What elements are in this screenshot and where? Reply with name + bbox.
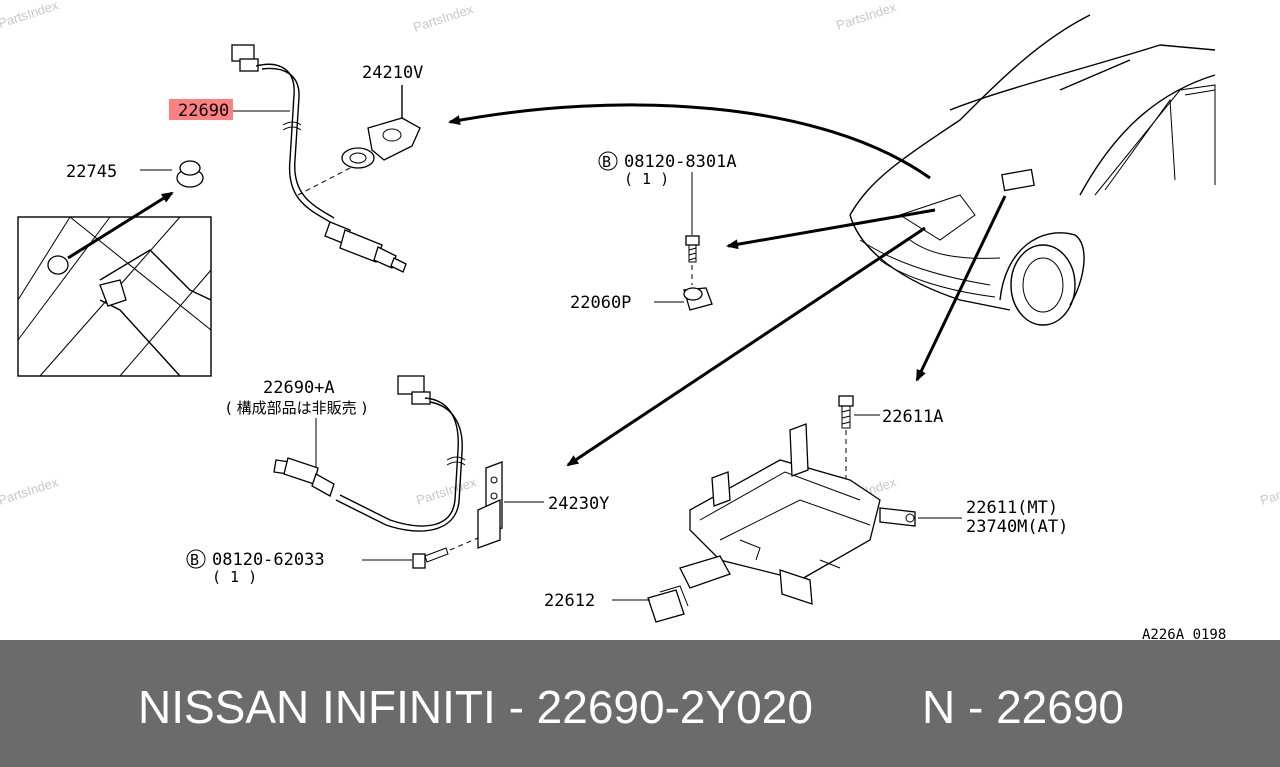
- clip-22612: [647, 585, 689, 623]
- knock-sensor-22060p: [683, 287, 713, 311]
- label-qty-1: ( 1 ): [624, 170, 669, 188]
- bolt-22611a: [838, 395, 854, 429]
- bolt-08120-62033: [412, 547, 449, 569]
- label-08120-8301a[interactable]: 08120-8301A: [624, 152, 737, 172]
- label-not-sold-separately: ( 構成部品は非販売 ): [226, 399, 367, 417]
- label-22690[interactable]: 22690: [178, 101, 229, 121]
- highlight-marker: [169, 99, 233, 120]
- label-24210v[interactable]: 24210V: [362, 63, 423, 83]
- bolt-marker: B: [190, 551, 199, 569]
- watermark: PartsIndex: [0, 0, 61, 31]
- label-qty-1: ( 1 ): [212, 568, 257, 586]
- bracket-24210v: [341, 85, 421, 169]
- bolt-marker: B: [602, 153, 611, 171]
- part-title: NISSAN INFINITI - 22690-2Y020: [138, 681, 813, 733]
- diagram-reference-code: A226A 0198: [1142, 627, 1226, 640]
- label-24230y[interactable]: 24230Y: [548, 494, 609, 514]
- label-22745[interactable]: 22745: [66, 162, 117, 182]
- watermark: PartsIndex: [414, 474, 478, 508]
- watermark: PartsIndex: [834, 0, 898, 33]
- watermark: PartsIndex: [0, 474, 61, 508]
- bolt-08120-8301a: [685, 235, 700, 263]
- vehicle-outline: [849, 14, 1216, 326]
- label-22060p[interactable]: 22060P: [570, 293, 631, 313]
- label-08120-62033[interactable]: 08120-62033: [212, 550, 325, 570]
- inset-detail-view: [17, 216, 212, 377]
- label-22612[interactable]: 22612: [544, 591, 595, 611]
- watermark: PartsIndex: [1258, 474, 1280, 508]
- grommet-22745: [176, 160, 204, 188]
- label-22611-mt[interactable]: 22611(MT): [966, 498, 1058, 518]
- label-22690a[interactable]: 22690+A: [263, 378, 335, 398]
- footer-bar: NISSAN INFINITI - 22690-2Y020 N - 22690: [0, 640, 1280, 767]
- parts-diagram: PartsIndex PartsIndex PartsIndex PartsIn…: [0, 0, 1280, 640]
- bracket-assembly-22611: [679, 423, 916, 605]
- label-22611a[interactable]: 22611A: [882, 407, 943, 427]
- watermark: PartsIndex: [411, 1, 475, 35]
- oxygen-sensor-22690a: [273, 375, 466, 532]
- label-23740m-at[interactable]: 23740M(AT): [966, 517, 1068, 537]
- part-group-code: N - 22690: [922, 681, 1125, 733]
- bracket-24230y: [477, 461, 503, 549]
- oxygen-sensor-22690: [231, 44, 407, 273]
